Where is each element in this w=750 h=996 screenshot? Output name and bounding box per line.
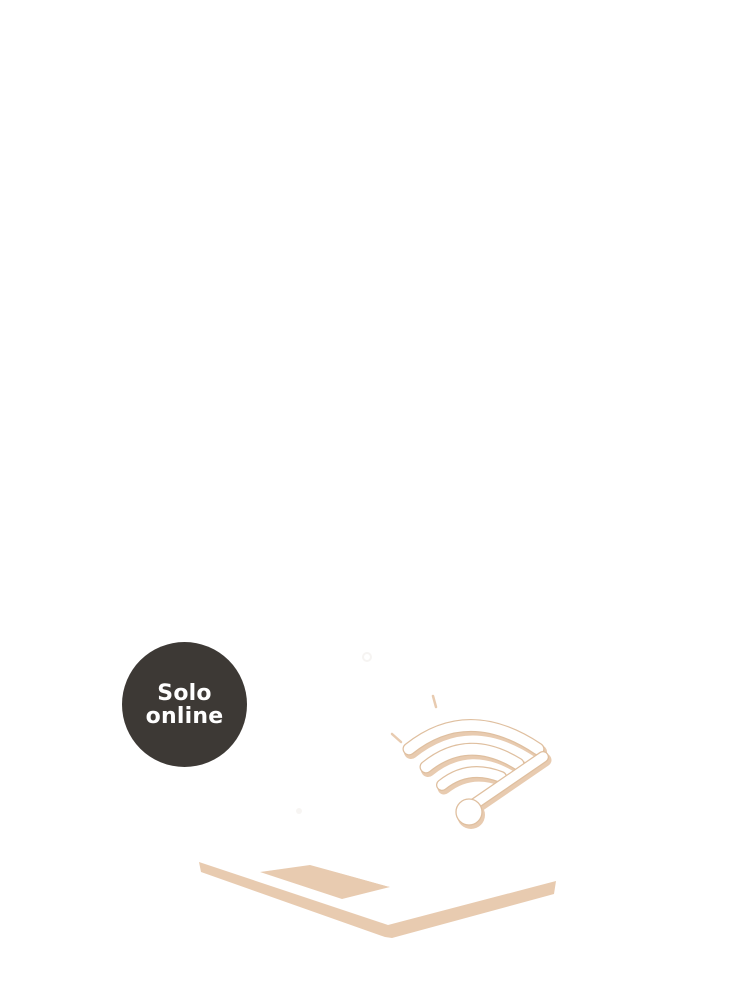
sparkle-line (431, 694, 438, 709)
solo-online-badge: Solo online (122, 642, 247, 767)
device-camera-dot (362, 652, 372, 662)
wifi-icon (390, 694, 552, 829)
badge-line-2: online (145, 703, 224, 729)
device-screen-panel (260, 865, 390, 899)
sparkle-line (390, 732, 403, 744)
device-base (199, 862, 556, 938)
badge-line-1: Solo (157, 680, 212, 706)
device-home-dot (296, 808, 302, 814)
